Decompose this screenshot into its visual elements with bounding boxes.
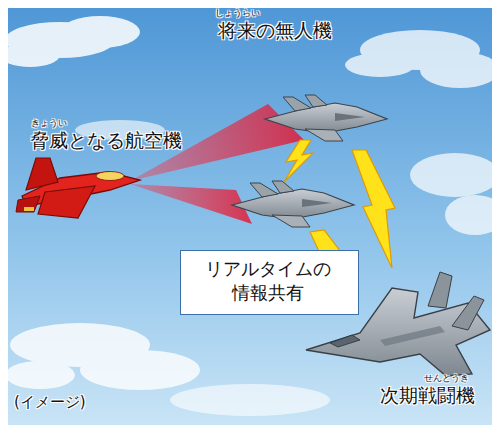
threat-aircraft xyxy=(16,158,140,218)
fighter-label: 次期戦闘機 xyxy=(380,385,475,407)
clouds xyxy=(0,16,500,416)
drone xyxy=(265,95,387,141)
ruby-reading: しょうらい xyxy=(215,8,260,18)
drone xyxy=(232,181,354,227)
ruby-reading: きょうい xyxy=(31,118,67,128)
info-box: リアルタイムの 情報共有 xyxy=(180,250,359,315)
image-note: (イメージ) xyxy=(14,394,86,411)
ruby-reading: せんとうき xyxy=(424,373,469,383)
threat-label: 脅威となる航空機 xyxy=(30,130,182,152)
drone-label: 将来の無人機 xyxy=(218,20,332,42)
sky xyxy=(8,8,492,425)
box-text: リアルタイムの 情報共有 xyxy=(191,257,346,306)
